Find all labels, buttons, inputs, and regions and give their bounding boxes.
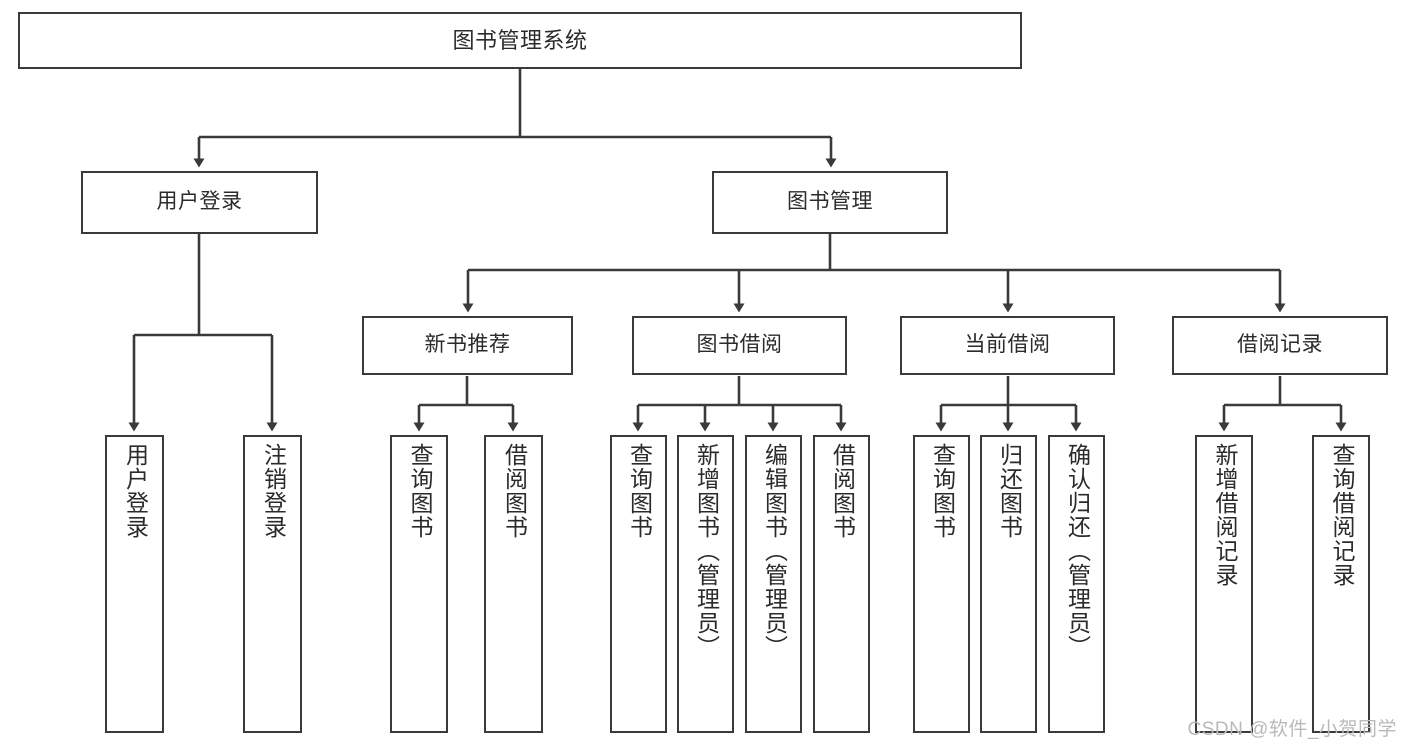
node-book-management[interactable]: 图书管理 [712,171,948,234]
node-borrow-record[interactable]: 借阅记录 [1172,316,1388,375]
node-label: 当前借阅 [964,333,1051,357]
node-label: 查询图书 [929,443,956,539]
node-label: 查询图书 [626,443,653,539]
node-label: 新增图书（管理员） [693,443,720,659]
node-label: 新书推荐 [424,333,511,357]
node-leaf-query-book-current[interactable]: 查询图书 [913,435,970,733]
node-label: 确认归还（管理员） [1064,443,1091,659]
node-user-login[interactable]: 用户登录 [81,171,318,234]
node-leaf-user-login[interactable]: 用户登录 [105,435,164,733]
node-label: 新增借阅记录 [1211,443,1238,587]
node-label: 编辑图书（管理员） [761,443,788,659]
node-label: 归还图书 [996,443,1023,539]
node-leaf-add-borrow-record[interactable]: 新增借阅记录 [1195,435,1253,733]
node-leaf-query-book-borrow[interactable]: 查询图书 [610,435,667,733]
node-leaf-confirm-return-admin[interactable]: 确认归还（管理员） [1048,435,1105,733]
node-label: 图书管理系统 [452,27,588,53]
node-leaf-logout-login[interactable]: 注销登录 [243,435,302,733]
node-label: 借阅记录 [1237,333,1323,357]
node-label: 借阅图书 [829,443,856,539]
node-leaf-query-borrow-record[interactable]: 查询借阅记录 [1312,435,1370,733]
node-leaf-add-book-admin[interactable]: 新增图书（管理员） [677,435,734,733]
node-leaf-return-book[interactable]: 归还图书 [980,435,1037,733]
watermark-text: CSDN @软件_小贺同学 [1187,719,1397,740]
node-leaf-edit-book-admin[interactable]: 编辑图书（管理员） [745,435,802,733]
node-leaf-borrow-book[interactable]: 借阅图书 [813,435,870,733]
node-root-book-management-system[interactable]: 图书管理系统 [18,12,1022,69]
node-book-borrow[interactable]: 图书借阅 [632,316,847,375]
node-leaf-borrow-book-recommend[interactable]: 借阅图书 [484,435,543,733]
node-label: 注销登录 [260,443,287,539]
node-label: 用户登录 [122,443,149,539]
node-label: 图书借阅 [696,333,783,357]
node-label: 借阅图书 [501,443,528,539]
node-current-borrow[interactable]: 当前借阅 [900,316,1115,375]
node-leaf-query-book-recommend[interactable]: 查询图书 [390,435,448,733]
node-label: 图书管理 [787,190,873,214]
node-label: 用户登录 [156,190,243,214]
node-label: 查询图书 [406,443,433,539]
node-label: 查询借阅记录 [1328,443,1355,587]
node-new-book-recommend[interactable]: 新书推荐 [362,316,573,375]
